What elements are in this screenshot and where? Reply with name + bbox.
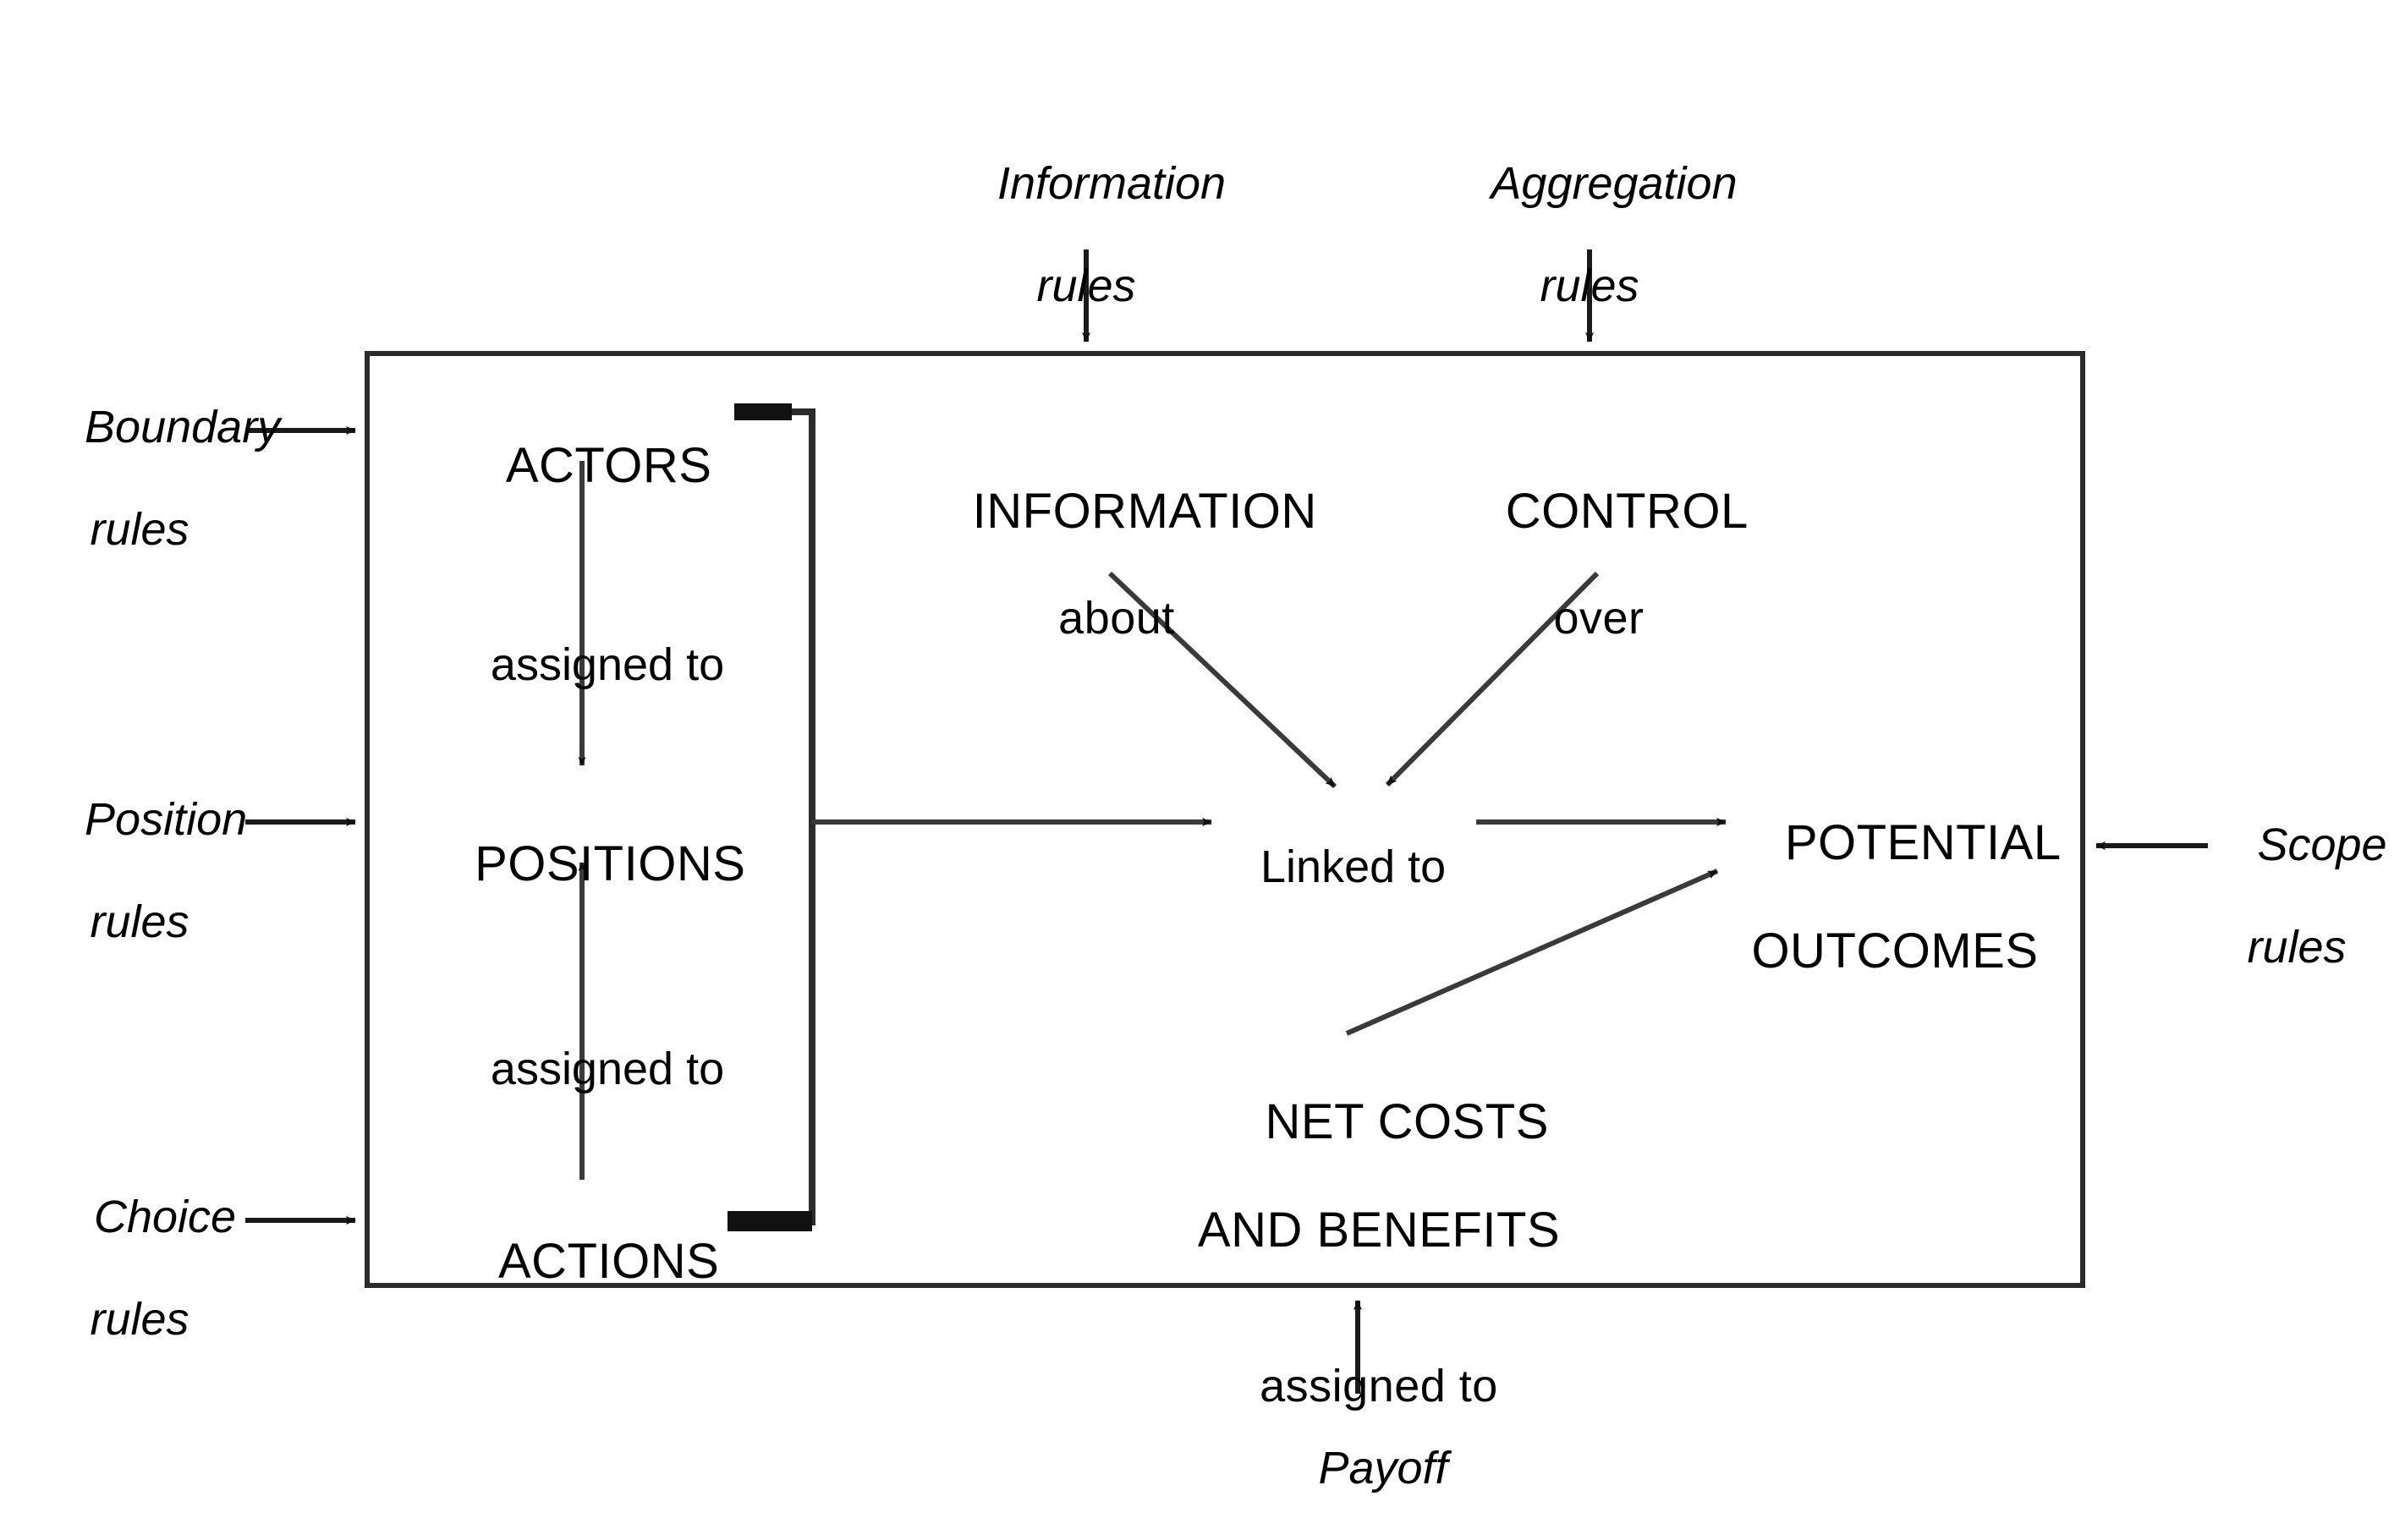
node-information-line1: INFORMATION <box>972 484 1317 539</box>
choice-rules-line2: rules <box>90 1294 189 1345</box>
information-to-linked-to-arrow <box>1107 571 1337 789</box>
boundary-rules-label: Boundary rules <box>34 359 280 644</box>
payoff-rules-line1: Payoff <box>1318 1443 1448 1493</box>
scope-rules-label: Scope rules <box>2191 776 2402 1061</box>
assigned-to-label-lower: assigned to <box>490 1044 725 1094</box>
boundary-rules-line2: rules <box>90 504 189 555</box>
node-positions-label: POSITIONS <box>475 836 746 891</box>
information-rules-label: Information rules <box>875 115 1298 400</box>
node-actors-label: ACTORS <box>505 438 712 493</box>
information-rules-line1: Information <box>997 158 1227 209</box>
node-potential-outcomes-line2: OUTCOMES <box>1751 923 2039 978</box>
bracket-bottom-nub <box>728 1211 812 1231</box>
node-information: INFORMATION about <box>905 438 1328 739</box>
position-rules-line1: Position <box>85 794 248 845</box>
aggregation-rules-line2: rules <box>1540 260 1639 311</box>
position-rules-label: Position rules <box>34 751 248 1036</box>
assigned-to-label-upper: assigned to <box>490 639 725 690</box>
position-rules-line2: rules <box>90 896 189 947</box>
aggregation-rules-label: Aggregation rules <box>1378 115 1801 400</box>
node-control-line1: CONTROL <box>1505 484 1749 539</box>
boundary-rules-line1: Boundary <box>85 402 281 452</box>
choice-rules-label: Choice rules <box>34 1148 245 1433</box>
node-potential-outcomes: POTENTIAL OUTCOMES <box>1726 770 2064 1074</box>
scope-rules-line2: rules <box>2247 922 2347 973</box>
aggregation-rules-line1: Aggregation <box>1491 158 1738 209</box>
node-information-line2: about <box>1058 593 1175 644</box>
node-control-line2: over <box>1553 593 1645 644</box>
node-linked-to: Linked to <box>1210 798 1463 935</box>
node-actions: ACTIONS <box>413 1188 751 1335</box>
node-net-costs-line1: NET COSTS <box>1265 1094 1549 1149</box>
node-positions: POSITIONS <box>413 791 751 938</box>
control-to-linked-to-arrow <box>1385 571 1600 787</box>
node-actions-label: ACTIONS <box>497 1234 720 1289</box>
node-net-costs-line3: assigned to <box>1260 1361 1498 1411</box>
payoff-rules-label: Payoff rules <box>1231 1400 1485 1540</box>
node-linked-to-label: Linked to <box>1260 841 1447 892</box>
connector-actions-positions-label: assigned to <box>413 1000 751 1137</box>
choice-rules-line1: Choice <box>93 1192 237 1242</box>
scope-rules-line1: Scope <box>2257 819 2387 870</box>
node-control: CONTROL over <box>1404 438 1793 739</box>
node-net-costs-and-benefits: NET COSTS AND BENEFITS assigned to <box>1125 1049 1633 1507</box>
net-costs-to-outcomes-arrow <box>1345 869 1719 1036</box>
action-situation-frame <box>365 351 2085 1288</box>
node-potential-outcomes-line1: POTENTIAL <box>1784 815 2062 870</box>
node-actors: ACTORS <box>413 392 751 540</box>
connector-actors-positions-label: assigned to <box>413 596 751 733</box>
information-rules-line2: rules <box>1036 260 1136 311</box>
bracket-top-nub <box>734 403 792 420</box>
node-net-costs-line2: AND BENEFITS <box>1197 1203 1561 1258</box>
